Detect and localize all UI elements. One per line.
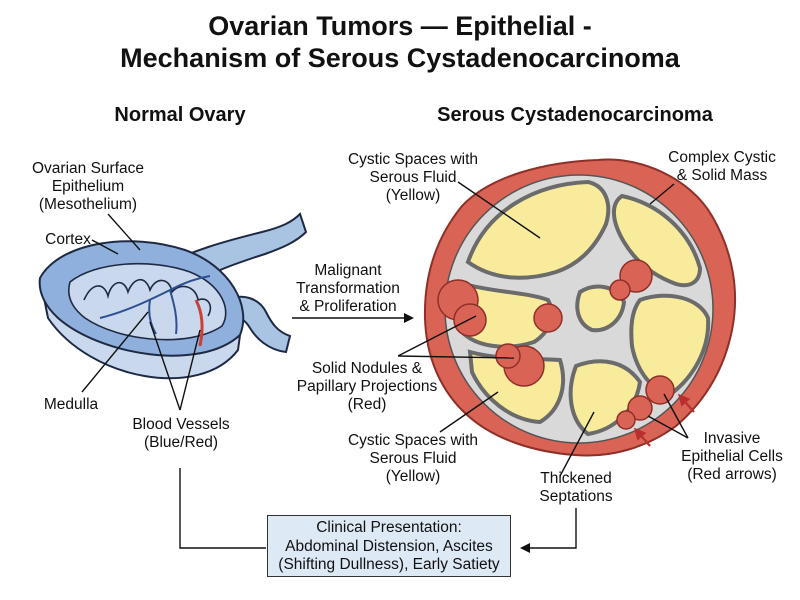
label-invasive-cells: Invasive Epithelial Cells (Red arrows) xyxy=(681,430,783,483)
label-transformation: Malignant Transformation & Proliferation xyxy=(296,262,400,315)
normal-ovary-heading: Normal Ovary xyxy=(114,104,246,126)
title-line-1: Ovarian Tumors — Epithelial - xyxy=(208,11,592,41)
clinical-presentation-box: Clinical Presentation: Abdominal Distens… xyxy=(267,515,511,577)
clinical-line-1: Clinical Presentation: xyxy=(316,519,462,536)
label-complex-mass: Complex Cystic & Solid Mass xyxy=(668,149,776,184)
nodule-right-bottom xyxy=(645,375,675,405)
nodule-left-2 xyxy=(453,303,487,337)
page-title: Ovarian Tumors — Epithelial - Mechanism … xyxy=(0,10,800,74)
cyst-top-right xyxy=(612,193,703,288)
nodule-mid-2 xyxy=(495,343,521,369)
nodule-bottom-2 xyxy=(616,410,636,430)
label-medulla: Medulla xyxy=(43,396,99,413)
clinical-line-3: (Shifting Dullness), Early Satiety xyxy=(278,556,500,573)
clinical-connector-left xyxy=(179,468,266,549)
nodule-center xyxy=(533,303,563,333)
blood-vessel-red xyxy=(194,299,204,347)
label-surface-epithelium: Ovarian Surface Epithelium (Mesothelium) xyxy=(32,160,144,213)
nodule-top-right-2 xyxy=(609,279,631,301)
cyst-top-left xyxy=(465,179,611,280)
tumor-heading: Serous Cystadenocarcinoma xyxy=(437,104,713,126)
left-leader-lines xyxy=(81,213,201,411)
label-septations: Thickened Septations xyxy=(539,470,613,505)
ovary-folds xyxy=(83,278,212,317)
nodule-bottom xyxy=(627,395,653,421)
label-cystic-top: Cystic Spaces with Serous Fluid (Yellow) xyxy=(347,151,479,204)
label-solid-nodules: Solid Nodules & Papillary Projections (R… xyxy=(296,360,438,413)
invasive-arrows xyxy=(634,393,695,447)
cyst-spaces xyxy=(456,179,711,437)
label-cystic-bottom: Cystic Spaces with Serous Fluid (Yellow) xyxy=(347,432,479,485)
right-leader-lines xyxy=(397,181,689,477)
tumor xyxy=(423,158,737,457)
label-cortex: Cortex xyxy=(45,231,91,248)
label-blood-vessels: Blood Vessels (Blue/Red) xyxy=(132,416,230,451)
clinical-line-2: Abdominal Distension, Ascites xyxy=(285,537,493,555)
solid-nodules xyxy=(437,259,675,430)
normal-ovary xyxy=(38,212,308,380)
title-line-2: Mechanism of Serous Cystadenocarcinoma xyxy=(120,43,680,73)
clinical-connector-right xyxy=(520,508,577,553)
blood-vessel-blue xyxy=(99,275,211,335)
